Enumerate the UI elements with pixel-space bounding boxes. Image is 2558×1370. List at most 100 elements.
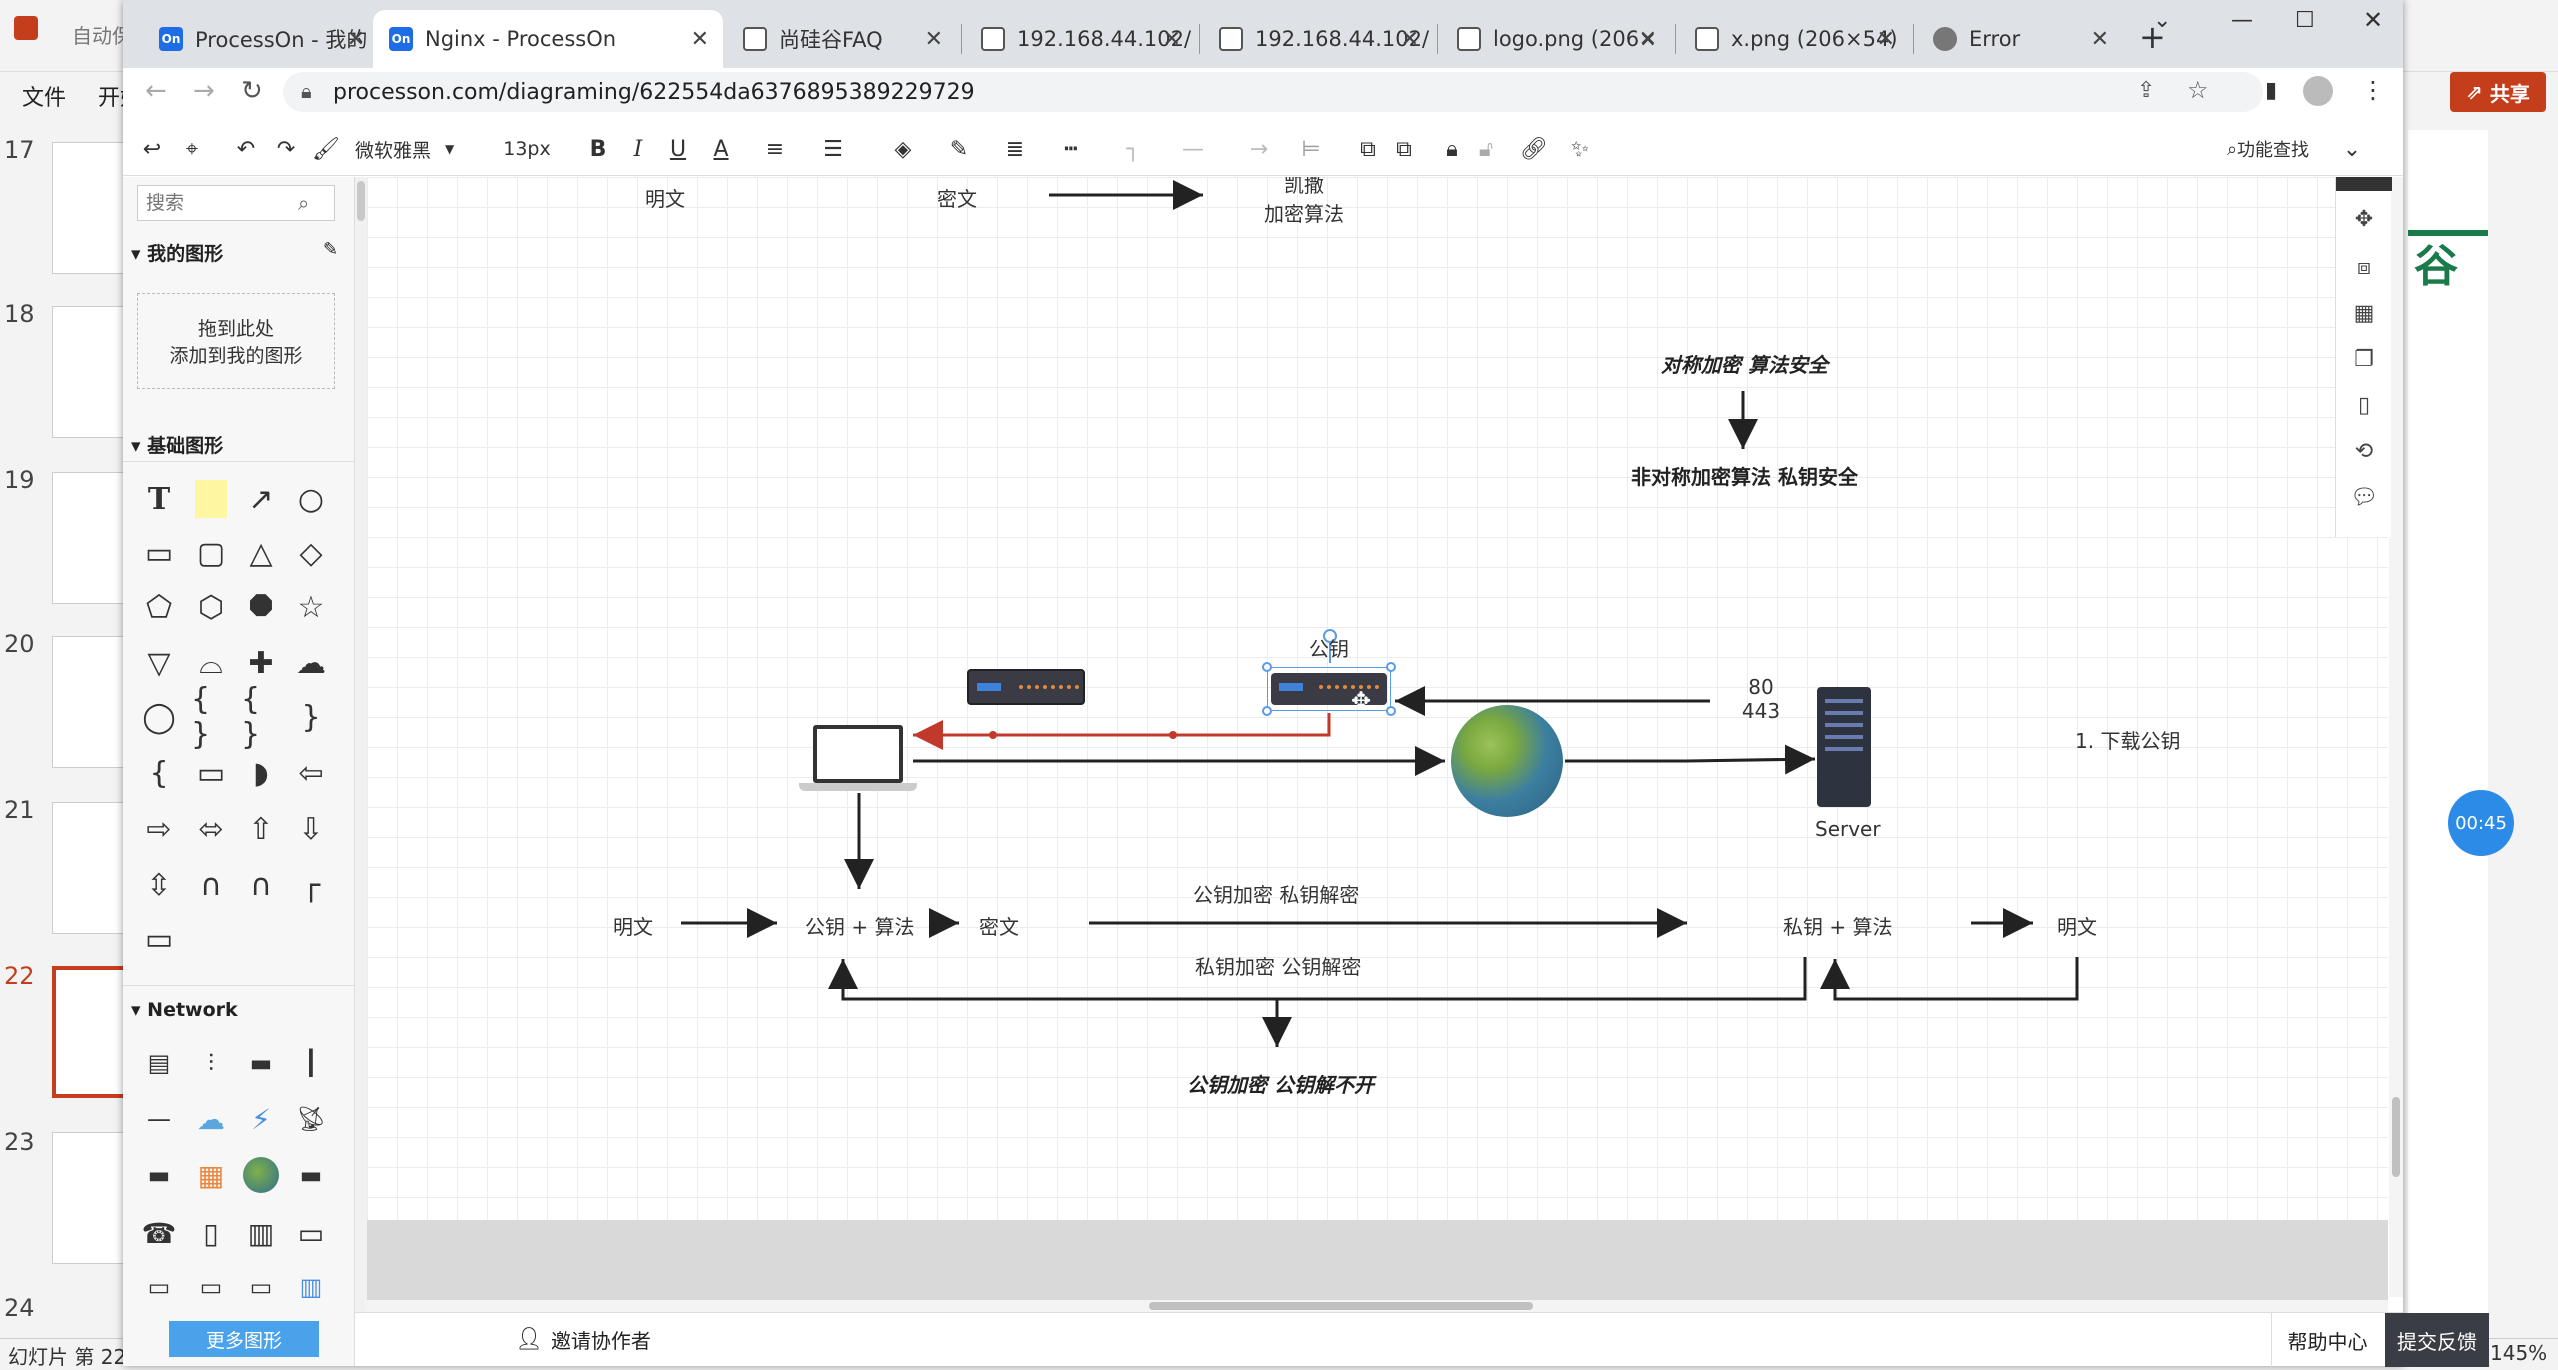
star-shape-icon[interactable]: ☆	[297, 589, 325, 625]
bold-button[interactable]: B	[589, 136, 607, 162]
label-caesar[interactable]: 凯撒 加密算法	[1259, 177, 1349, 227]
label-ciphertext[interactable]: 密文	[979, 915, 1019, 939]
sidepanel-icon[interactable]: ▮	[2265, 78, 2278, 103]
tab-nginx-processon[interactable]: On Nginx - ProcessOn ✕	[373, 10, 723, 68]
monitor-icon[interactable]: ▭	[297, 1216, 325, 1250]
line-width-icon[interactable]: ≣	[1005, 136, 1025, 162]
panel-scrollbar[interactable]	[355, 177, 367, 1312]
phone-icon[interactable]: ☎	[141, 1216, 177, 1250]
arrow-down-shape-icon[interactable]: ⇩	[298, 811, 324, 847]
ppt-menu-file[interactable]: 文件	[22, 86, 67, 111]
note-shape-icon[interactable]	[195, 480, 227, 518]
hexagon-shape-icon[interactable]: ⬡	[197, 589, 225, 625]
close-icon[interactable]: ✕	[2090, 26, 2109, 52]
diagram-canvas[interactable]: 明文 密文 凯撒 加密算法 对称加密 算法安全 非对称加密算法 私钥安全 ✥ 公…	[367, 177, 2388, 1220]
my-shapes-header[interactable]: ▾ 我的图形	[131, 239, 223, 266]
ppt-share-button[interactable]: ⇗ 共享	[2450, 72, 2546, 112]
font-color-button[interactable]: A	[713, 136, 729, 162]
arrow-both-shape-icon[interactable]: ⬄	[198, 811, 224, 847]
feature-search[interactable]: ⌕功能查找	[2213, 132, 2323, 166]
corner-shape-icon[interactable]: ┌	[301, 867, 321, 903]
browser-menu-icon[interactable]: ⋮	[2361, 76, 2385, 104]
d-shape-icon[interactable]: ◗	[253, 755, 269, 791]
close-icon[interactable]: ✕	[1876, 26, 1895, 52]
canvas-vertical-scrollbar[interactable]	[2389, 177, 2403, 1297]
search-icon[interactable]: ⌕	[298, 191, 310, 215]
tab-error[interactable]: Error ✕	[1917, 10, 2123, 68]
octagon-shape-icon[interactable]: ⯃	[249, 589, 273, 625]
magic-wand-icon[interactable]: ✨︎	[1570, 136, 1590, 162]
connector-type-icon[interactable]: ┐	[1126, 136, 1140, 162]
cloud-shape-icon[interactable]: ☁	[296, 645, 326, 681]
calendar-icon[interactable]: ▦	[2353, 300, 2375, 326]
device-icon[interactable]: ▭	[147, 1273, 171, 1301]
link-icon[interactable]: 🔗︎	[1520, 136, 1548, 162]
profile-avatar[interactable]	[2303, 76, 2333, 106]
undo-icon[interactable]: ↶	[236, 136, 256, 162]
more-shapes-button[interactable]: 更多图形	[169, 1321, 319, 1357]
tab-x-png[interactable]: x.png (206×54) ✕	[1679, 10, 1909, 68]
laptop-icon[interactable]: ▭	[199, 1273, 223, 1301]
feedback-button[interactable]: 提交反馈	[2385, 1313, 2489, 1367]
notebook-icon[interactable]: ▭	[249, 1273, 273, 1301]
invite-collaborators-button[interactable]: 👤︎ 邀请协作者	[515, 1325, 651, 1354]
left-brace-shape-icon[interactable]: {	[149, 755, 169, 791]
align-icon[interactable]: ≡	[765, 136, 785, 162]
resize-handle[interactable]	[1386, 662, 1396, 672]
canvas-horizontal-scrollbar[interactable]	[367, 1300, 2388, 1312]
rack-icon[interactable]: ▬	[299, 1161, 323, 1189]
shape-search-input[interactable]	[138, 192, 298, 214]
redo-icon[interactable]: ↷	[276, 136, 296, 162]
comment-icon[interactable]: 💬︎	[2350, 484, 2378, 510]
arrow-line-shape-icon[interactable]: ↗	[248, 481, 274, 517]
pentagon-shape-icon[interactable]: ⬠	[145, 589, 173, 625]
label-top-plaintext[interactable]: 明文	[645, 187, 685, 211]
forward-icon[interactable]: →	[193, 76, 215, 106]
mobile-icon[interactable]: ▯	[203, 1216, 219, 1250]
switch-icon[interactable]: ▤	[147, 1049, 171, 1077]
edit-icon[interactable]: ✎	[323, 239, 339, 260]
chevron-down-icon[interactable]: ⌄	[2153, 8, 2172, 33]
history-icon[interactable]: ⟲	[2354, 438, 2374, 464]
font-size-select[interactable]: 13px	[495, 132, 559, 166]
close-icon[interactable]: ✕	[690, 26, 709, 52]
line-spacing-icon[interactable]: ☰	[823, 136, 843, 162]
tab-ip-2[interactable]: 192.168.44.102/ ✕	[1203, 10, 1433, 68]
cloud-icon[interactable]: ☁	[197, 1102, 225, 1136]
url-bar[interactable]: 🔒︎ processon.com/diagraming/622554da6376…	[283, 72, 2263, 112]
arrow-updown-shape-icon[interactable]: ⇳	[146, 867, 172, 903]
globe-internet-icon[interactable]	[1451, 705, 1563, 817]
shape-search[interactable]: ⌕	[137, 185, 335, 221]
bookmark-star-icon[interactable]: ☆	[2187, 76, 2209, 104]
rounded-rectangle-shape-icon[interactable]: ▢	[196, 535, 226, 571]
label-download-pubkey[interactable]: 1. 下载公钥	[2075, 729, 2181, 753]
label-plaintext-right[interactable]: 明文	[2057, 915, 2097, 939]
label-public-key[interactable]: 公钥	[1309, 637, 1349, 661]
label-plaintext-left[interactable]: 明文	[613, 915, 653, 939]
arrow-right-shape-icon[interactable]: ⇨	[146, 811, 172, 847]
zoom-level[interactable]: 145%	[2490, 1341, 2548, 1365]
rectangle-shape-icon[interactable]: ▭	[144, 535, 174, 571]
unlock-shape-icon[interactable]: 🔓︎	[1478, 136, 1494, 162]
arrow-left-shape-icon[interactable]: ⇦	[298, 755, 324, 791]
reload-icon[interactable]: ↻	[241, 76, 263, 106]
label-priv-enc-pub-dec[interactable]: 私钥加密 公钥解密	[1195, 955, 1362, 979]
close-icon[interactable]: ✕	[1162, 26, 1181, 52]
close-icon[interactable]: ✕	[1638, 26, 1657, 52]
scrollbar-thumb[interactable]	[2392, 1097, 2400, 1177]
tab-ip-1[interactable]: 192.168.44.102/ ✕	[965, 10, 1195, 68]
arrow-up-shape-icon[interactable]: ⇧	[248, 811, 274, 847]
font-family-select[interactable]: 微软雅黑▼	[355, 132, 475, 166]
rotate-handle[interactable]	[1323, 629, 1337, 643]
speech-bubble-shape-icon[interactable]: ◯	[142, 699, 176, 735]
antenna-icon[interactable]: ⫶	[208, 1049, 214, 1077]
page-icon[interactable]: ▯	[2357, 392, 2371, 418]
back-icon[interactable]: ←	[145, 76, 167, 106]
diamond-shape-icon[interactable]: ◇	[299, 535, 323, 571]
minimize-icon[interactable]: —	[2231, 8, 2253, 33]
collapse-toolbar-icon[interactable]: ⌄	[2342, 136, 2362, 162]
close-icon[interactable]: ✕	[1400, 26, 1419, 52]
server-icon[interactable]	[1817, 687, 1871, 807]
city-icon[interactable]: ▥	[299, 1273, 323, 1301]
circle-shape-icon[interactable]: ○	[297, 481, 325, 517]
